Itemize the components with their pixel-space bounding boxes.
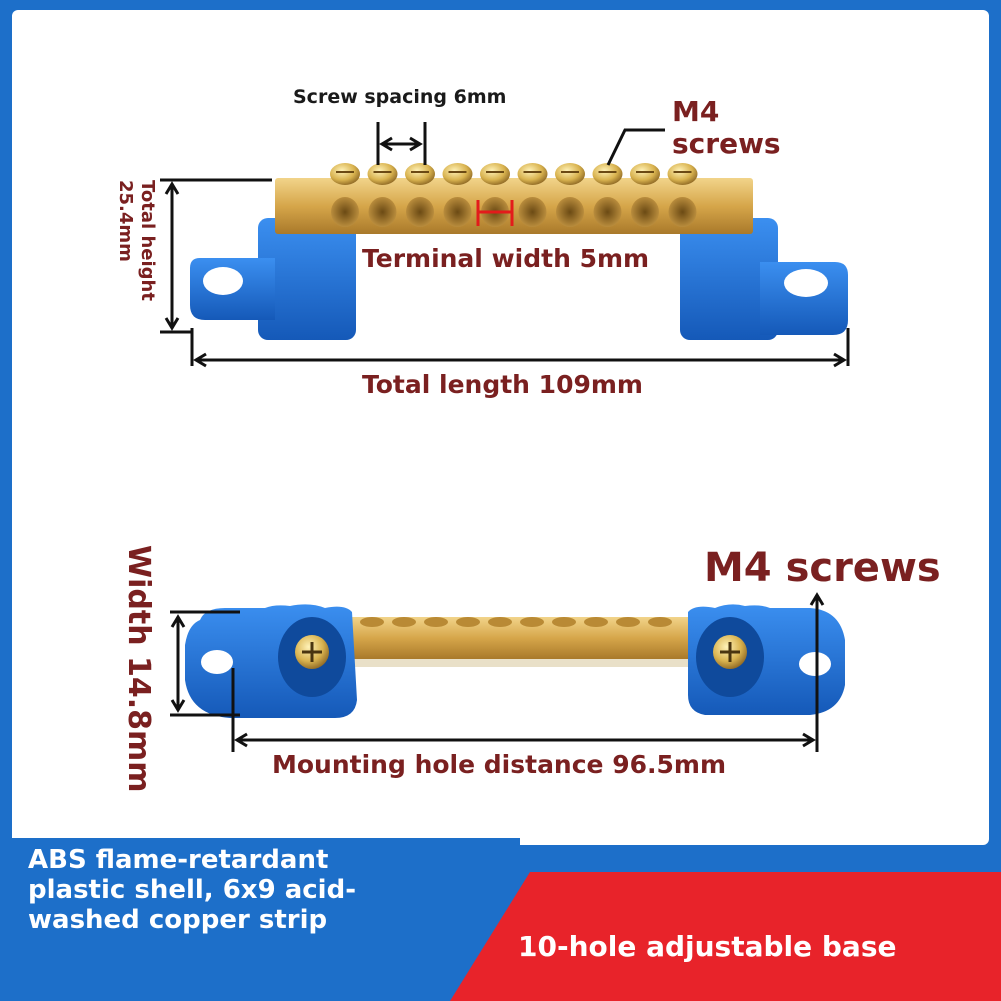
width-dimension xyxy=(170,610,240,717)
terminal-hole xyxy=(518,197,547,227)
terminal-hole xyxy=(331,197,359,227)
screw-row-bottom xyxy=(360,617,672,627)
total-height-dimension xyxy=(160,178,272,334)
screw-head-icon xyxy=(405,163,435,185)
terminal-width-marker xyxy=(476,200,514,226)
mounting-hole-dimension xyxy=(231,592,825,752)
width-label: Width 14.8mm xyxy=(121,545,156,793)
banner-red xyxy=(450,872,1001,1001)
screw-head-icon xyxy=(360,617,384,627)
screw-head-icon xyxy=(442,163,473,185)
screw-head-icon xyxy=(367,163,398,185)
screw-head-icon xyxy=(392,617,416,627)
screw-head-icon xyxy=(584,617,608,627)
m4-screws-label-bottom: M4 screws xyxy=(704,545,941,591)
screw-head-icon xyxy=(648,617,672,627)
left-base-bottom xyxy=(185,604,357,718)
brass-strip-shadow xyxy=(350,659,695,667)
terminal-hole xyxy=(368,197,397,227)
m4-leader-top xyxy=(606,128,665,166)
screw-head-icon xyxy=(555,163,585,185)
screw-spacing-dimension xyxy=(376,122,427,165)
screw-head-icon xyxy=(488,617,512,627)
terminal-hole xyxy=(631,197,659,227)
screw-head-icon xyxy=(667,163,698,185)
total-length-label: Total length 109mm xyxy=(362,370,643,399)
hole-row-top xyxy=(331,197,697,227)
terminal-width-label: Terminal width 5mm xyxy=(362,244,650,273)
screw-head-icon xyxy=(552,617,576,627)
screw-head-icon xyxy=(616,617,640,627)
screw-row-top xyxy=(330,163,698,185)
base-description: 10-hole adjustable base xyxy=(518,930,897,963)
screw-head-icon xyxy=(630,163,660,185)
terminal-hole xyxy=(593,197,622,227)
screw-head-icon xyxy=(592,163,623,185)
screw-spacing-label: Screw spacing 6mm xyxy=(293,86,507,108)
screw-head-icon xyxy=(517,163,548,185)
terminal-hole xyxy=(406,197,434,227)
screw-head-icon xyxy=(480,163,510,185)
right-base-bottom xyxy=(688,604,845,715)
banner-blue xyxy=(0,838,520,1001)
total-height-label: Total height 25.4mm xyxy=(115,180,158,301)
terminal-hole xyxy=(556,197,584,227)
screw-head-icon xyxy=(520,617,544,627)
m4-screws-label-top: M4 screws xyxy=(672,95,781,160)
material-description: ABS flame-retardant plastic shell, 6x9 a… xyxy=(28,845,356,935)
screw-head-icon xyxy=(330,163,360,185)
screw-head-icon xyxy=(456,617,480,627)
screw-head-icon xyxy=(424,617,448,627)
terminal-hole xyxy=(668,197,697,227)
terminal-hole xyxy=(443,197,472,227)
total-length-dimension xyxy=(190,328,850,368)
left-base-top xyxy=(190,218,356,340)
mounting-hole-distance-label: Mounting hole distance 96.5mm xyxy=(272,750,726,779)
right-base-top xyxy=(680,218,848,340)
